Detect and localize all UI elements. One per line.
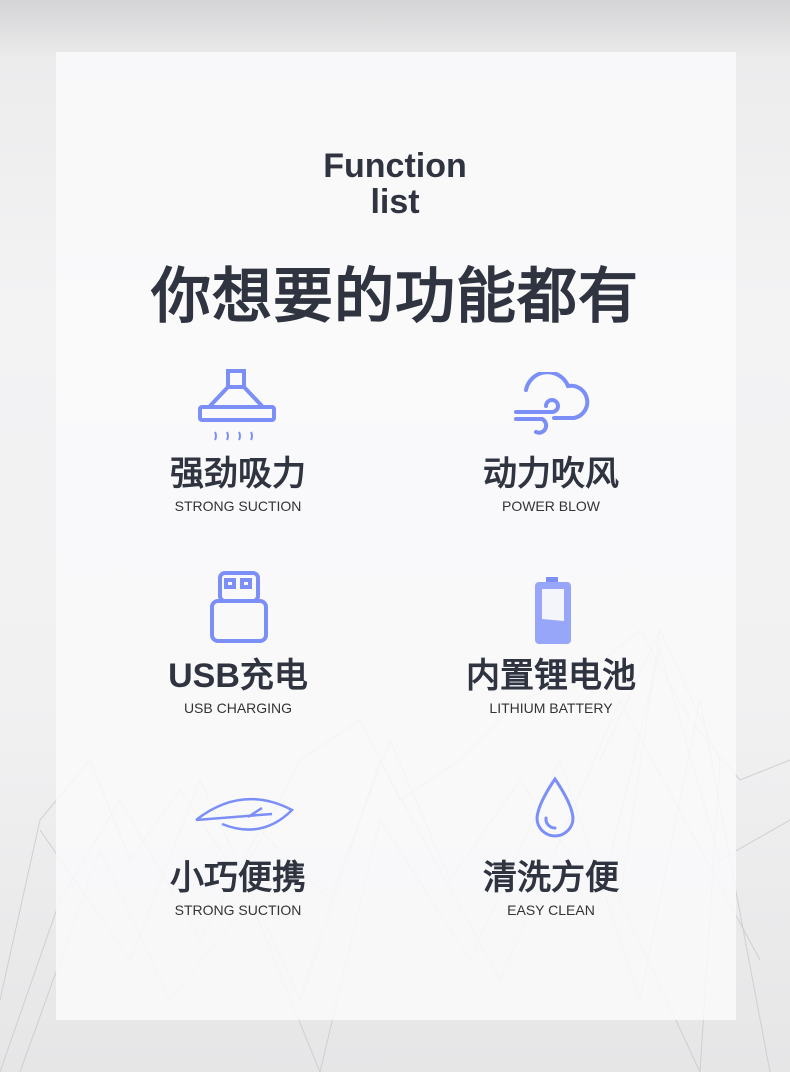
feature-usb-charging: USB充电 USB CHARGING <box>88 656 388 716</box>
feature-title: 内置锂电池 <box>466 657 636 695</box>
content-panel <box>56 52 736 1020</box>
feature-subtitle: LITHIUM BATTERY <box>489 700 613 716</box>
feature-portable: 小巧便携 STRONG SUCTION <box>88 858 388 918</box>
battery-icon <box>535 577 571 644</box>
page-subtitle: 你想要的功能都有 <box>151 263 639 330</box>
feature-subtitle: STRONG SUCTION <box>174 902 302 918</box>
feature-title: 强劲吸力 <box>170 455 306 493</box>
water-drop-icon <box>535 776 575 838</box>
title-line-2: list <box>370 183 420 221</box>
feature-easy-clean: 清洗方便 EASY CLEAN <box>401 858 701 918</box>
feather-icon <box>195 797 295 831</box>
feature-title: 清洗方便 <box>483 859 619 897</box>
feature-power-blow: 动力吹风 POWER BLOW <box>401 454 701 514</box>
feature-subtitle: EASY CLEAN <box>507 902 595 918</box>
feature-title: 小巧便携 <box>170 859 306 897</box>
title-line-1: Function <box>323 147 467 185</box>
feature-lithium-battery: 内置锂电池 LITHIUM BATTERY <box>401 656 701 716</box>
feature-subtitle: POWER BLOW <box>501 498 600 514</box>
feature-strong-suction: 强劲吸力 STRONG SUCTION <box>88 454 388 514</box>
wind-cloud-icon <box>514 372 590 435</box>
usb-icon <box>210 571 268 643</box>
feature-title: USB充电 <box>168 657 308 695</box>
range-hood-icon <box>198 369 276 441</box>
feature-subtitle: STRONG SUCTION <box>174 498 302 514</box>
feature-title: 动力吹风 <box>483 455 619 493</box>
feature-subtitle: USB CHARGING <box>183 700 293 716</box>
